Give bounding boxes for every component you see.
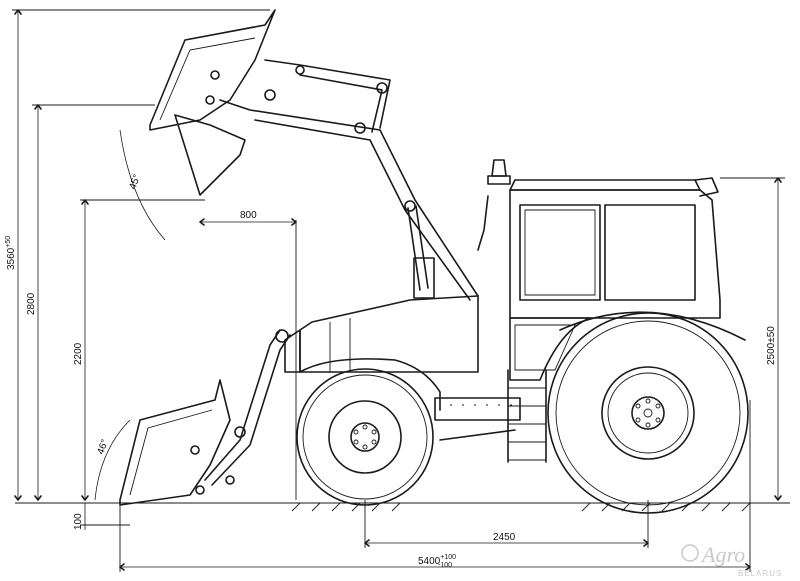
dim-5400-tol-down: -100	[438, 562, 452, 569]
front-wheel	[296, 368, 434, 506]
dimension-lines	[12, 9, 785, 572]
dim-100-label: 100	[73, 513, 84, 530]
angle-45-label: 45°	[127, 173, 143, 191]
dim-800-label: 800	[240, 210, 257, 221]
ground-line	[15, 502, 790, 512]
tractor-body	[284, 159, 746, 463]
logo-sub-text: BELARUS	[738, 569, 782, 578]
loader-arm-lowered	[204, 329, 291, 486]
loader-arm-raised	[219, 59, 479, 301]
dim-3560-label: 3560+50	[5, 236, 17, 270]
bucket-lowered	[119, 379, 231, 506]
logo-main-text: Agro	[700, 542, 745, 567]
rear-wheel	[547, 312, 749, 514]
dim-5400-label: 5400+100-100	[418, 554, 456, 569]
logo-leaf-icon	[681, 544, 699, 562]
dim-3560-tolerance: +50	[5, 236, 12, 248]
dim-2450-label: 2450	[493, 532, 516, 543]
angle-46-label: 46°	[95, 438, 111, 456]
dim-2500-label: 2500±50	[766, 326, 777, 365]
agro-belarus-logo: Agro BELARUS	[681, 542, 782, 578]
bucket-raised	[149, 9, 276, 196]
dim-2800-label: 2800	[26, 292, 37, 315]
dim-5400-tol-up: +100	[440, 554, 456, 561]
dim-2200-label: 2200	[73, 342, 84, 365]
